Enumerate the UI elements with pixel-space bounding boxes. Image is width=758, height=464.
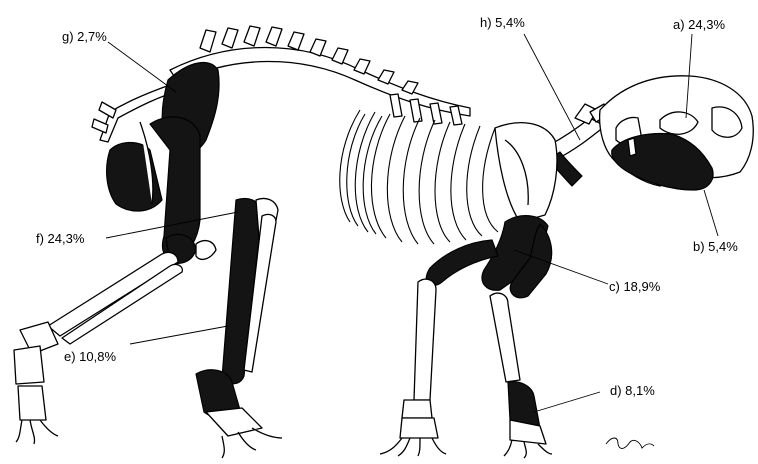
- front-limb: [380, 216, 552, 458]
- artist-signature: [606, 438, 654, 448]
- vertebral-column: [92, 26, 470, 142]
- label-c: c) 18,9%: [609, 280, 660, 293]
- label-a: a) 24,3%: [673, 18, 725, 31]
- label-d: d) 8,1%: [610, 384, 655, 397]
- label-e: e) 10,8%: [64, 350, 116, 363]
- hind-limb: [14, 63, 282, 458]
- label-f: f) 24,3%: [36, 232, 84, 245]
- label-b: b) 5,4%: [693, 240, 738, 253]
- skull: [600, 76, 754, 190]
- label-h: h) 5,4%: [480, 16, 525, 29]
- label-g: g) 2,7%: [62, 30, 107, 43]
